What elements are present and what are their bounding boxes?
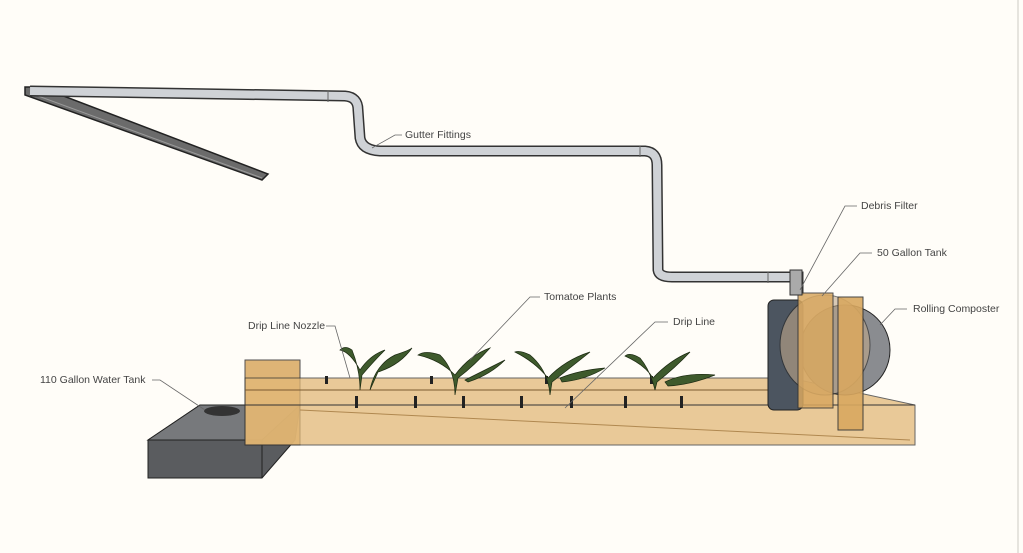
label-drip-line-nozzle: Drip Line Nozzle	[248, 320, 326, 332]
frame-border	[1017, 0, 1019, 553]
label-tomato-plants: Tomatoe Plants	[544, 291, 617, 303]
label-drip-line: Drip Line	[673, 316, 716, 328]
planter-bed	[244, 359, 916, 446]
label-rolling-composter: Rolling Composter	[913, 303, 1000, 315]
label-gutter-fittings: Gutter Fittings	[405, 129, 471, 141]
label-110-gallon-tank: 110 Gallon Water Tank	[40, 374, 146, 386]
roof-panel	[24, 86, 270, 181]
label-debris-filter: Debris Filter	[861, 200, 918, 212]
gutter-pipe	[29, 85, 804, 295]
tank-50-and-composter	[767, 269, 891, 431]
label-50-gallon-tank: 50 Gallon Tank	[877, 247, 947, 259]
leader-lines	[152, 134, 907, 411]
tomato-plants	[339, 347, 716, 396]
